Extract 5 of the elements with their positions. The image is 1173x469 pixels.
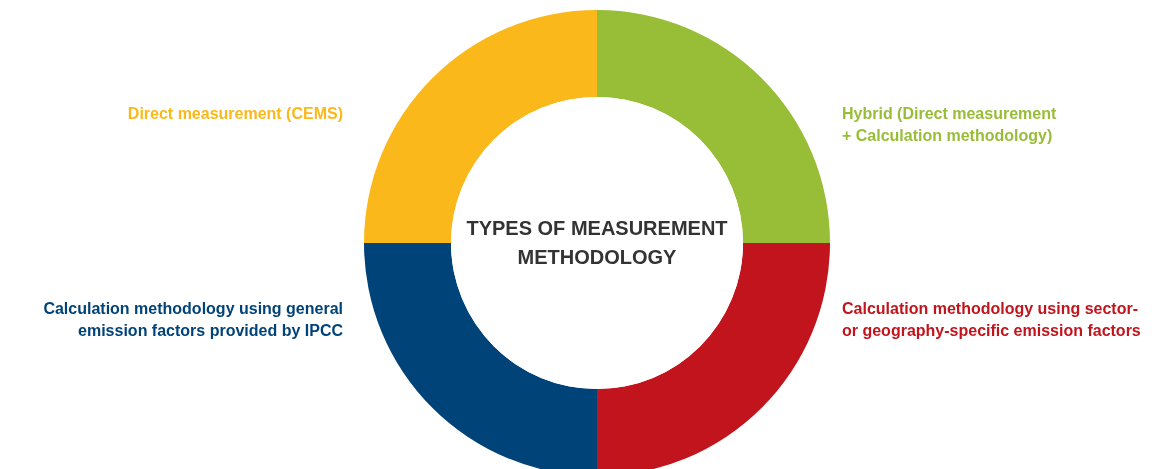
segment-label: Hybrid (Direct measurement + Calculation methodology) — [842, 104, 1058, 146]
segment-label: Direct measurement (CEMS) — [126, 104, 343, 124]
segment-label: Calculation methodology using general emission factors provided by IPCC — [42, 299, 343, 341]
segment-label: Calculation methodology using sector- or geography-specific emission factors — [842, 299, 1142, 341]
center-title: TYPES OF MEASUREMENT METHODOLOGY — [465, 216, 729, 270]
